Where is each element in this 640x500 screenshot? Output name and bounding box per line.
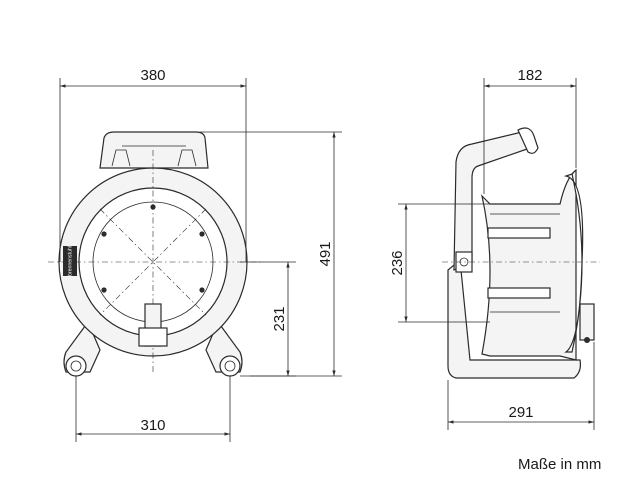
dim-side-drum: 236 <box>389 203 490 323</box>
dim-side-drum-label: 236 <box>389 250 406 275</box>
front-left-wheel-hub <box>70 360 82 372</box>
side-flange <box>563 173 584 353</box>
side-socket-plug <box>584 337 590 343</box>
side-base <box>447 258 581 379</box>
front-bolt <box>199 287 205 293</box>
units-note: Maße in mm <box>518 456 602 473</box>
front-left-wheel <box>65 355 87 377</box>
front-bolt <box>101 287 107 293</box>
side-socket-box <box>579 303 595 341</box>
dim-drum-diameter: 231 <box>240 261 296 377</box>
front-bolt <box>150 204 156 210</box>
side-view <box>442 127 600 379</box>
dim-side-depth-label: 182 <box>517 67 542 84</box>
front-handle-frame <box>99 131 209 169</box>
dim-side-base: 291 <box>447 342 595 430</box>
front-bolt <box>101 231 107 237</box>
dim-front-width: 380 <box>59 67 247 262</box>
dim-front-width-label: 380 <box>140 67 165 84</box>
dim-side-base-label: 291 <box>508 404 533 421</box>
front-bolt <box>199 231 205 237</box>
dim-foot-span-label: 310 <box>140 417 165 434</box>
brand-badge-text: brennenstuhl <box>67 246 73 276</box>
side-core-bar <box>487 287 551 299</box>
brand-badge <box>63 246 77 276</box>
dim-foot-span: 310 <box>75 376 231 442</box>
front-diagonal-centerline-a <box>99 208 207 316</box>
dim-drum-diameter-label: 231 <box>271 306 288 331</box>
front-right-wheel-hub <box>224 360 236 372</box>
front-right-wheel <box>219 355 241 377</box>
dim-front-height-label: 491 <box>317 241 334 266</box>
front-view: brennenstuhl <box>48 131 262 377</box>
dim-side-depth: 182 <box>483 67 577 194</box>
front-handle-inner <box>111 145 197 167</box>
side-handle-grip <box>517 127 539 154</box>
front-diagonal-centerline-b <box>99 208 207 316</box>
side-drum-body <box>480 168 577 361</box>
side-core-bar <box>487 227 551 239</box>
front-crank-base <box>138 327 168 347</box>
